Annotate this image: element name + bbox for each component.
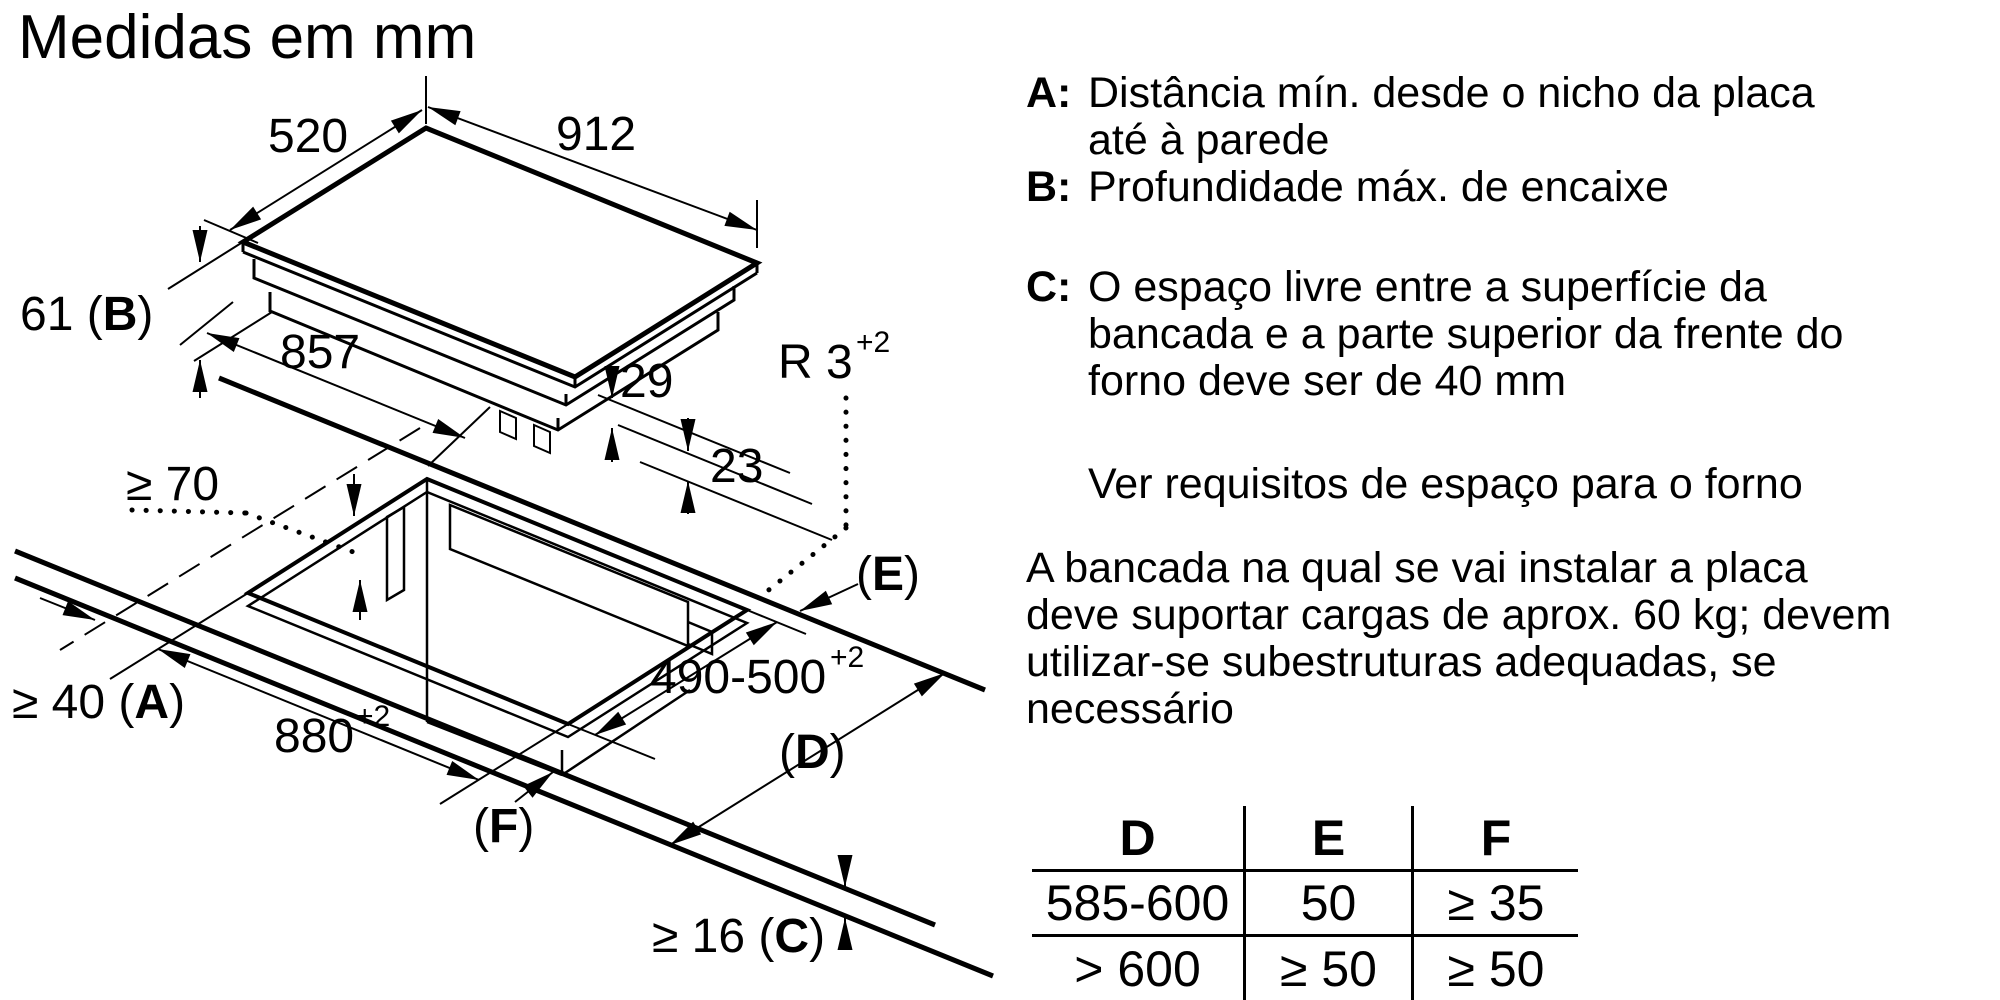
dim-857-label: 857 — [280, 326, 360, 379]
dim-490-label: 490-500 — [650, 651, 826, 704]
def-table-header-f: F — [1412, 806, 1578, 872]
svg-text:(F): (F) — [473, 800, 534, 853]
dim-70-label: ≥ 70 — [126, 458, 219, 511]
table-row: 585-600 50 ≥ 35 — [1032, 870, 1578, 937]
dim-880-label: 880 — [274, 710, 354, 763]
dim-912-label: 912 — [556, 108, 636, 161]
dim-radius-label: R 3 — [778, 336, 853, 389]
dim-857: 857 — [179, 301, 491, 467]
dim-29-label: 29 — [620, 355, 673, 408]
dim-61-label: 61 (B) — [20, 288, 153, 341]
note-load-line3: utilizar-se subestruturas adequadas, se — [1026, 638, 1777, 686]
note-c-label: C: — [1026, 263, 1072, 311]
label-f: (F) — [473, 771, 554, 853]
dim-23-label: 23 — [710, 440, 763, 493]
note-a-label: A: — [1026, 69, 1072, 117]
dim-29-23: 29 23 — [597, 355, 833, 541]
note-c-line1: O espaço livre entre a superfície da — [1088, 263, 1767, 311]
note-load-line1: A bancada na qual se vai instalar a plac… — [1026, 544, 1808, 592]
def-table-cell-f2: ≥ 50 — [1447, 940, 1545, 997]
dim-880-sup: +2 — [356, 700, 390, 733]
cooktop-body — [252, 259, 736, 455]
note-a-line1: Distância mín. desde o nicho da placa — [1088, 69, 1815, 117]
note-load-line2: deve suportar cargas de aprox. 60 kg; de… — [1026, 591, 1892, 639]
def-table-cell-e1: 50 — [1244, 870, 1414, 937]
note-b-label: B: — [1026, 163, 1072, 211]
svg-text:≥ 16 (C): ≥ 16 (C) — [652, 910, 825, 963]
installation-diagram: Medidas em mm 912 520 — [12, 3, 994, 979]
dim-912: 912 — [425, 76, 758, 248]
note-a: A: Distância mín. desde o nicho da placa… — [1026, 70, 1815, 164]
def-table-header-e: E — [1244, 806, 1414, 872]
dim-16-c: ≥ 16 (C) — [652, 855, 853, 963]
def-table-header-row: D E F — [1032, 806, 1578, 872]
note-c-line3: forno deve ser de 40 mm — [1088, 357, 1567, 405]
note-c: C: O espaço livre entre a superfície da … — [1026, 264, 1843, 405]
svg-text:(E): (E) — [856, 548, 920, 601]
label-d: (D) — [669, 672, 946, 846]
def-table: D E F 585-600 50 ≥ 35 > 600 ≥ 50 ≥ 50 — [1032, 806, 1578, 1000]
page-title: Medidas em mm — [18, 3, 476, 72]
note-see-oven: Ver requisitos de espaço para o forno — [1088, 460, 1803, 508]
dim-61-b: 61 (B) — [20, 226, 273, 398]
note-c-line2: bancada e a parte superior da frente do — [1088, 310, 1844, 358]
note-load-line4: necessário — [1026, 685, 1234, 733]
note-b: B: Profundidade máx. de encaixe — [1026, 164, 1669, 211]
note-load: A bancada na qual se vai instalar a plac… — [1026, 545, 1891, 733]
label-e: (E) — [799, 548, 920, 612]
dim-520: 520 — [203, 109, 423, 244]
note-a-line2: até à parede — [1088, 116, 1330, 164]
svg-text:(D): (D) — [779, 726, 846, 779]
wall-reference-dashed-line — [59, 427, 421, 651]
dim-520-label: 520 — [268, 110, 348, 163]
dim-40-label: ≥ 40 (A) — [12, 676, 185, 729]
table-row: > 600 ≥ 50 ≥ 50 — [1032, 935, 1578, 1000]
def-table-cell-f1: ≥ 35 — [1412, 870, 1578, 937]
def-table-cell-e2: ≥ 50 — [1244, 935, 1414, 1000]
dim-radius-sup: +2 — [856, 326, 890, 359]
def-table-cell-d1: 585-600 — [1032, 870, 1246, 937]
dim-radius: R 3 +2 — [757, 326, 890, 600]
note-b-line1: Profundidade máx. de encaixe — [1088, 163, 1669, 211]
def-table-cell-d2: > 600 — [1032, 935, 1246, 1000]
def-table-header-d: D — [1032, 806, 1246, 872]
dim-490-sup: +2 — [830, 641, 864, 674]
dim-70: ≥ 70 — [126, 458, 368, 620]
dim-880: 880 +2 — [157, 648, 569, 805]
